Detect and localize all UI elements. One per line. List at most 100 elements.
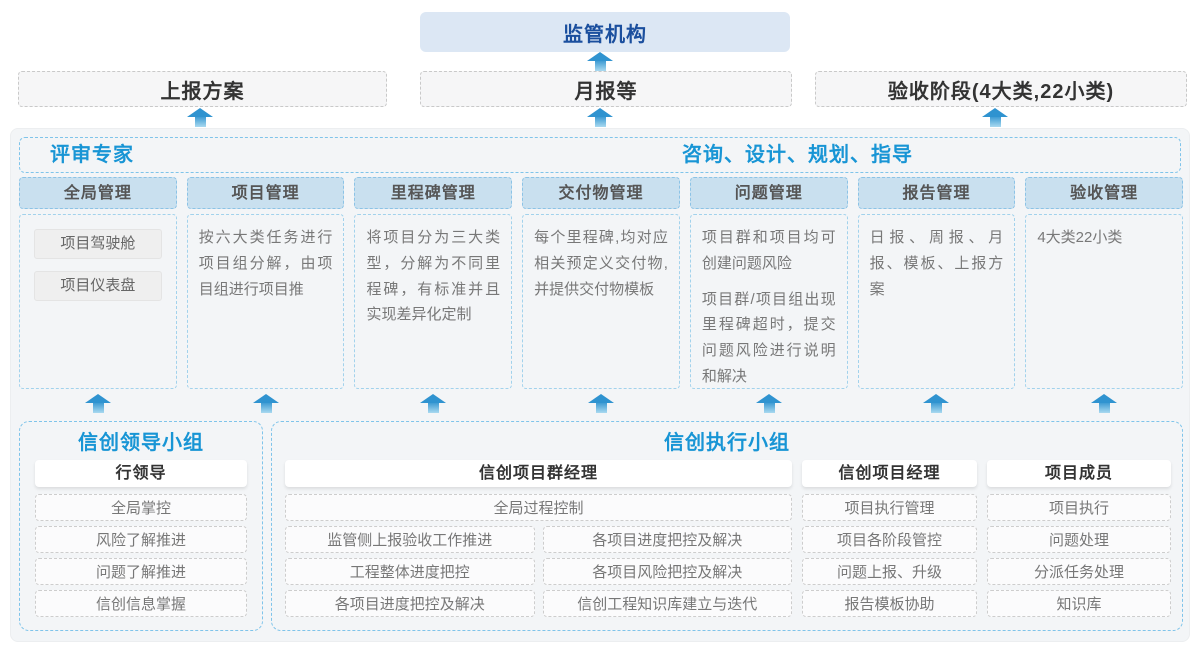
up-arrow-icon (756, 394, 782, 413)
up-arrow-icon (587, 108, 613, 127)
column-project-manager: 信创项目经理 项目执行管理 项目各阶段管控 问题上报、升级 报告模板协助 (802, 460, 977, 622)
column-header: 全局管理 (19, 177, 177, 209)
arrow-stem (594, 117, 606, 127)
column-project-members: 项目成员 项目执行 问题处理 分派任务处理 知识库 (987, 460, 1171, 622)
arrow-stem (595, 403, 607, 413)
arrow-stem (92, 403, 104, 413)
role-item: 项目各阶段管控 (802, 526, 977, 553)
up-arrow-icon (588, 394, 614, 413)
column-text: 4大类22小类 (1037, 229, 1123, 246)
column-body: 将项目分为三大类型，分解为不同里程碑，有标准并且实现差异化定制 (354, 214, 513, 389)
column-text: 按六大类任务进行项目组分解，由项目组进行项目推 (198, 229, 333, 298)
program-manager-row: 各项目进度把控及解决 信创工程知识库建立与迭代 (285, 590, 792, 622)
column-milestone-management: 里程碑管理 将项目分为三大类型，分解为不同里程碑，有标准并且实现差异化定制 (354, 177, 513, 389)
arrow-stem (194, 117, 206, 127)
up-arrow-icon (253, 394, 279, 413)
arrow-head (756, 394, 782, 403)
output-box-acceptance-stage: 验收阶段(4大类,22小类) (815, 71, 1187, 107)
role-header-project-manager: 信创项目经理 (802, 460, 977, 487)
up-arrow-icon (85, 394, 111, 413)
column-header: 问题管理 (689, 177, 848, 209)
arrow-stem (930, 403, 942, 413)
role-item: 各项目进度把控及解决 (542, 526, 792, 553)
arrow-stem (989, 117, 1001, 127)
leader-group: 信创领导小组 行领导 全局掌控 风险了解推进 问题了解推进 信创信息掌握 (19, 421, 263, 631)
experts-band: 评审专家 咨询、设计、规划、指导 (19, 137, 1181, 173)
role-item: 知识库 (987, 590, 1171, 617)
output-box-report-plan: 上报方案 (18, 71, 387, 107)
column-body: 每个里程碑,均对应相关预定义交付物,并提供交付物模板 (522, 214, 680, 389)
column-issue-management: 问题管理 项目群和项目均可创建问题风险 项目群/项目组出现里程碑超时，提交问题风… (689, 177, 848, 389)
up-arrow-icon (923, 394, 949, 413)
output-box-monthly-report: 月报等 (420, 71, 792, 107)
experts-label: 评审专家 (50, 144, 134, 166)
arrow-head (982, 108, 1008, 117)
column-body: 4大类22小类 (1025, 214, 1184, 389)
role-header-project-members: 项目成员 (987, 460, 1171, 487)
role-item: 项目执行管理 (802, 494, 977, 521)
column-deliverable-management: 交付物管理 每个里程碑,均对应相关预定义交付物,并提供交付物模板 (522, 177, 680, 389)
up-arrow-icon (420, 394, 446, 413)
role-item: 信创工程知识库建立与迭代 (542, 590, 792, 617)
column-body: 项目群和项目均可创建问题风险 项目群/项目组出现里程碑超时，提交问题风险进行说明… (689, 214, 848, 389)
up-arrow-icon (982, 108, 1008, 127)
program-manager-row: 工程整体进度把控 各项目风险把控及解决 (285, 558, 792, 590)
arrow-head (420, 394, 446, 403)
role-item: 项目执行 (987, 494, 1171, 521)
arrow-head (187, 108, 213, 117)
arrow-head (253, 394, 279, 403)
column-program-manager: 信创项目群经理 全局过程控制 监管侧上报验收工作推进 各项目进度把控及解决 工程… (285, 460, 792, 622)
exec-group: 信创执行小组 信创项目群经理 全局过程控制 监管侧上报验收工作推进 各项目进度把… (271, 421, 1183, 631)
column-header: 验收管理 (1025, 177, 1184, 209)
column-text: 日报、周报、月报、模板、上报方案 (869, 229, 1004, 298)
role-item: 问题上报、升级 (802, 558, 977, 585)
consult-label: 咨询、设计、规划、指导 (682, 144, 913, 166)
arrow-stem (260, 403, 272, 413)
role-item: 全局过程控制 (285, 494, 792, 521)
column-body: 按六大类任务进行项目组分解，由项目组进行项目推 (186, 214, 345, 389)
role-item: 全局掌控 (35, 494, 247, 521)
program-manager-row: 监管侧上报验收工作推进 各项目进度把控及解决 (285, 526, 792, 558)
up-arrow-icon (187, 108, 213, 127)
role-item: 问题处理 (987, 526, 1171, 553)
column-body: 项目驾驶舱 项目仪表盘 (19, 214, 177, 389)
arrow-head (587, 52, 613, 61)
arrow-head (587, 108, 613, 117)
role-item: 各项目进度把控及解决 (285, 590, 535, 617)
role-item: 信创信息掌握 (35, 590, 247, 617)
role-item: 工程整体进度把控 (285, 558, 535, 585)
function-columns: 全局管理 项目驾驶舱 项目仪表盘 项目管理 按六大类任务进行项目组分解，由项目组… (19, 177, 1184, 389)
column-header: 交付物管理 (522, 177, 680, 209)
column-body: 日报、周报、月报、模板、上报方案 (857, 214, 1016, 389)
arrow-head (588, 394, 614, 403)
role-header-program-manager: 信创项目群经理 (285, 460, 792, 487)
arrow-stem (427, 403, 439, 413)
role-item: 监管侧上报验收工作推进 (285, 526, 535, 553)
column-header: 项目管理 (186, 177, 345, 209)
arrow-head (1091, 394, 1117, 403)
up-arrow-icon (1091, 394, 1117, 413)
arrow-stem (763, 403, 775, 413)
role-header-bank-leader: 行领导 (35, 460, 247, 487)
column-global-management: 全局管理 项目驾驶舱 项目仪表盘 (19, 177, 177, 389)
column-header: 报告管理 (857, 177, 1016, 209)
column-text: 每个里程碑,均对应相关预定义交付物,并提供交付物模板 (534, 229, 668, 298)
role-item: 分派任务处理 (987, 558, 1171, 585)
exec-group-content: 信创项目群经理 全局过程控制 监管侧上报验收工作推进 各项目进度把控及解决 工程… (272, 457, 1182, 622)
column-project-management: 项目管理 按六大类任务进行项目组分解，由项目组进行项目推 (186, 177, 345, 389)
arrow-stem (1098, 403, 1110, 413)
column-text: 将项目分为三大类型，分解为不同里程碑，有标准并且实现差异化定制 (366, 229, 501, 324)
regulator-box: 监管机构 (420, 12, 790, 52)
arrow-head (85, 394, 111, 403)
main-panel: 评审专家 咨询、设计、规划、指导 全局管理 项目驾驶舱 项目仪表盘 项目管理 按… (10, 128, 1190, 642)
column-header: 里程碑管理 (354, 177, 513, 209)
leader-group-content: 行领导 全局掌控 风险了解推进 问题了解推进 信创信息掌握 (20, 457, 262, 617)
column-text: 项目群/项目组出现里程碑超时，提交问题风险进行说明和解决 (701, 290, 836, 385)
role-item: 报告模板协助 (802, 590, 977, 617)
feature-box: 项目仪表盘 (34, 271, 162, 301)
up-arrow-icon (587, 52, 613, 71)
column-acceptance-management: 验收管理 4大类22小类 (1025, 177, 1184, 389)
column-text: 项目群和项目均可创建问题风险 (701, 229, 836, 272)
arrow-stem (594, 61, 606, 71)
role-item: 问题了解推进 (35, 558, 247, 585)
